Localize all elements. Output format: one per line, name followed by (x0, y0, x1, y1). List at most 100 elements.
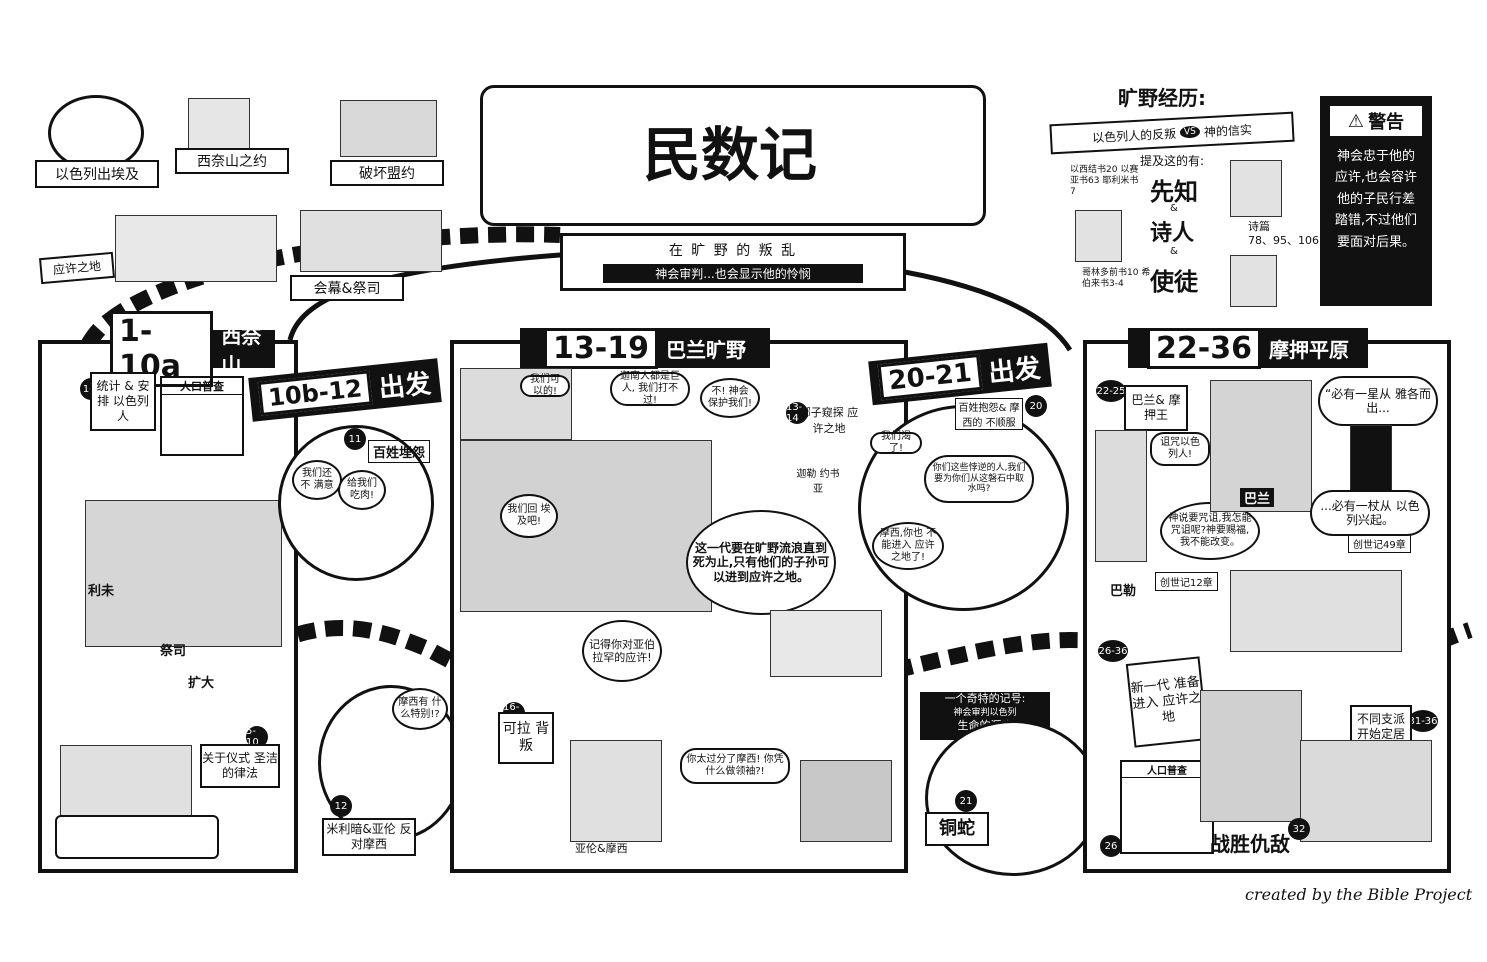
joshua-caleb-label: 迦勒 约书亚 (796, 469, 840, 495)
harp-poet-figure (1075, 210, 1122, 262)
faithfulness-label: 神的信实 (1203, 122, 1253, 139)
panel-sinai-place: 西奈山 (221, 324, 262, 377)
star-bubble: “必有一星从 雅各而出... (1318, 376, 1438, 426)
balak-figure (1095, 430, 1147, 562)
badge-promise: 13-14 (786, 402, 808, 424)
tabernacle-ribbon: 会幕&祭司 (290, 275, 404, 301)
crowd-figure (460, 440, 712, 612)
psalms-label: 诗篇 (1248, 220, 1270, 233)
wilderness-heading: 旷野经历: (1118, 86, 1206, 110)
panel-paran-place: 巴兰旷野 (665, 337, 746, 362)
badge-complain: 11 (344, 428, 366, 450)
signpost-label: 应许之地 (52, 258, 102, 277)
spies-bubble: 我们可以的! (520, 374, 570, 397)
camp-priests-label: 祭司 (160, 644, 187, 659)
census-scroll-title: 人口普查 (162, 378, 242, 395)
panel-moab-place: 摩押平原 (1268, 337, 1349, 362)
break-covenant-label: 破坏盟约 (359, 166, 415, 182)
depart-1-range: 10b-12 (257, 370, 373, 416)
stone-tablets-icon (188, 98, 250, 150)
depart-2-range: 20-21 (877, 353, 983, 401)
genesis-ref-2: 创世记49章 (1348, 534, 1411, 553)
badge-tribes: 31-36 (1408, 710, 1438, 732)
remember-bubble: 记得你对亚伯拉罕的应许! (582, 620, 662, 682)
warning-icon: ⚠ (1347, 110, 1365, 132)
badge-32: 32 (1288, 818, 1310, 840)
promise-text: 挪子窥探 应许之地 (799, 406, 859, 435)
grumble-bubble-2: 你们这些悖逆的人,我们要为你们从这磐石中取水吗? (924, 455, 1034, 503)
title-scroll (480, 85, 986, 226)
curse-bubble: 诅咒以色列人! (1150, 432, 1210, 466)
badge-grumble: 20 (1025, 395, 1047, 417)
badge-26: 26 (1100, 835, 1122, 857)
census-text: 统计 & 安排 以色列人 (90, 372, 156, 431)
grumble-text: 百姓抱怨& 摩西的 不顺服 (955, 398, 1023, 430)
victory-caption: 战胜仇敌 (1210, 832, 1290, 856)
psalms-numbers: 78、95、106 (1248, 234, 1319, 247)
badge-newgen: 26-36 (1098, 640, 1128, 662)
badge-miriam: 12 (330, 795, 352, 817)
miriam-caption: 米利暗&亚伦 反对摩西 (322, 818, 416, 856)
complain-bubble-1: 我们还不 满意 (292, 460, 342, 500)
israelites-crowd (115, 215, 277, 282)
sinai-ribbon: 西奈山之约 (175, 148, 289, 174)
egypt-label: 以色列出埃及 (55, 167, 139, 183)
rebellion-label: 以色列人的反叛 (1091, 126, 1177, 145)
panel-moab-tag: 22-36 摩押平原 (1128, 327, 1368, 369)
tabernacle-label: 会幕&祭司 (313, 281, 381, 297)
amp-1: & (1170, 203, 1178, 214)
prophets-label: 先知 (1150, 178, 1198, 206)
complain-bubble-2: 给我们 吃肉! (338, 470, 386, 510)
balaam-text: 巴兰& 摩押王 (1124, 385, 1188, 431)
aaron-bubble: 你太过分了摩西! 你凭什么做领袖?! (680, 748, 790, 784)
panel-moab-range: 22-36 (1147, 327, 1261, 369)
tabernacle-icon (300, 210, 442, 272)
snake-sign-sub: 神会审判以色列 (953, 707, 1017, 718)
camp-expand-label: 扩大 (188, 676, 215, 691)
snake-sign-title: 一个奇特的记号: (944, 692, 1026, 705)
apostles-refs: 哥林多前书10 希伯来书3-4 (1082, 268, 1151, 289)
panel-paran-range: 13-19 (544, 327, 658, 369)
stone-bubble: 不! 神会 保护我们! (700, 378, 760, 418)
law-text: 关于仪式 圣洁的律法 (200, 744, 280, 788)
balak-name: 巴勒 (1110, 584, 1137, 599)
depart-1-word: 出发 (377, 368, 433, 404)
korah-text: 可拉 背叛 (498, 712, 554, 764)
genesis-ref-1: 创世记12章 (1155, 572, 1218, 591)
miriam-bubble: 摩西有 什么特别!? (392, 688, 448, 730)
census-scroll: 人口普查 (160, 376, 244, 456)
scepter-bubble: ...必有一杖从 以色列兴起。 (1310, 490, 1430, 536)
subtitle-line1: 在 旷 野 的 叛 乱 (668, 243, 798, 259)
sinai-covenant-label: 西奈山之约 (197, 154, 267, 170)
complain-title: 百姓埋怨 (368, 440, 431, 463)
balaam-name: 巴兰 (1240, 488, 1275, 507)
warning-title: 警告 (1368, 112, 1405, 133)
mentioned-label: 提及这的有: (1140, 154, 1205, 168)
amp-2: & (1170, 246, 1178, 257)
tabernacle-tent (770, 610, 882, 677)
bronze-snake-caption: 铜蛇 (925, 812, 989, 846)
warrior-figure (1200, 690, 1302, 822)
badge-snake: 21 (955, 790, 977, 812)
fire-judgement (800, 760, 892, 842)
newgen-census-title: 人口普查 (1122, 762, 1212, 778)
giants-bubble: 迦南人都是巨人, 我们打不过! (610, 371, 690, 406)
break-covenant-ribbon: 破坏盟约 (330, 160, 444, 186)
curse-signs (1230, 570, 1402, 652)
law-scroll (55, 815, 219, 859)
warning-box: ⚠ 警告 神会忠于他的应许,也会容许他的子民行差踏错,不过他们要面对后果。 (1320, 96, 1432, 306)
moses-figure (1230, 160, 1282, 217)
tribes-figure (1300, 740, 1432, 842)
grumble-bubble-1: 我们渴了! (870, 431, 922, 454)
apostle-figure (1230, 255, 1277, 307)
subtitle-line2: 神会审判...也会显示他的怜悯 (603, 264, 863, 283)
subtitle-banner: 在 旷 野 的 叛 乱 神会审判...也会显示他的怜悯 (560, 233, 906, 291)
prophets-refs: 以西结书20 以赛亚书63 耶利米书7 (1070, 165, 1139, 197)
judgement-bubble: 这一代要在旷野流浪直到死为止,只有他们的子孙可以进到应许之地。 (686, 510, 836, 615)
egypt-ribbon: 以色列出埃及 (35, 160, 159, 188)
badge-law: 5-10 (246, 726, 268, 748)
grumble-bubble-3: 摩西,你也 不能进入 应许之地了! (872, 522, 944, 570)
aaron-caption: 亚伦&摩西 (575, 842, 628, 855)
return-egypt-bubble: 我们回 埃及吧! (500, 494, 558, 538)
panel-sinai-tag: 1-10a 西奈山 (110, 311, 275, 387)
